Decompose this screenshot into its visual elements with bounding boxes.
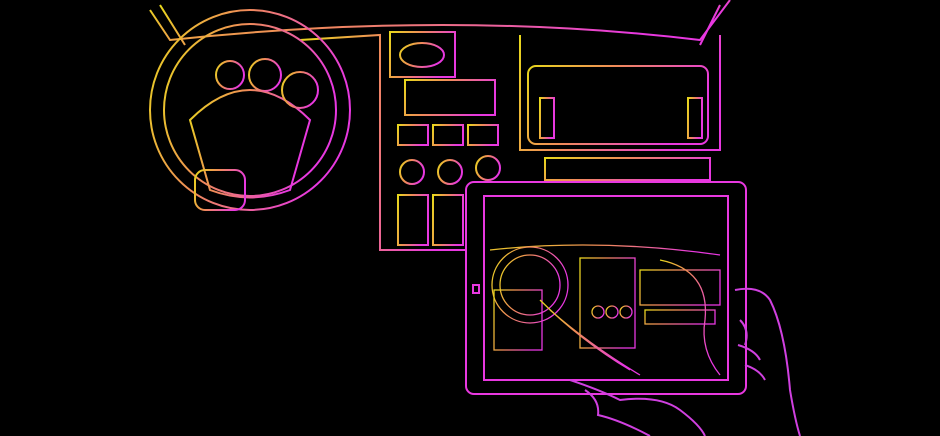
gauge-icon [215, 60, 245, 90]
right-hand [734, 287, 801, 436]
vent-icon [432, 124, 464, 146]
home-button-icon [472, 284, 480, 294]
left-thumb [584, 389, 651, 436]
knob-icon [437, 159, 463, 185]
steering-wheel-icon [149, 9, 351, 211]
tablet-screen-dashboard [489, 244, 721, 376]
knob-icon [475, 155, 501, 181]
dashboard [149, 0, 731, 251]
vent-icon [539, 97, 555, 139]
panel-slot [397, 194, 429, 246]
dash-top-edge [149, 0, 731, 42]
tablet [465, 181, 747, 395]
glovebox-area [519, 35, 721, 151]
right-fingers [737, 319, 766, 381]
radio-unit [404, 79, 496, 116]
center-console-outline [299, 33, 470, 251]
storage-slot [544, 157, 711, 181]
vent-icon [467, 124, 499, 146]
vent-icon [687, 97, 703, 139]
left-hand [569, 379, 706, 436]
display-panel [389, 31, 456, 78]
panel-slot [432, 194, 464, 246]
hands [569, 287, 801, 436]
display-oval [399, 42, 445, 68]
glovebox [527, 65, 709, 145]
gauge-icon [248, 58, 282, 92]
knob-icon [399, 159, 425, 185]
vent-icon [397, 124, 429, 146]
gauge-icon [281, 71, 319, 109]
